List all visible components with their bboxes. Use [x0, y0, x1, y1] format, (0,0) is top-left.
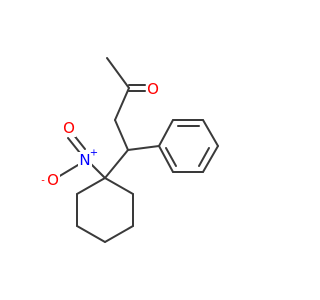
- nitro-oxygen-anion-label: O: [47, 171, 59, 189]
- nitro-oxygen-top-label: O: [63, 119, 75, 137]
- nitro-oxygen-anion-charge: -: [41, 176, 45, 187]
- molecule-structure: O N + O O -: [41, 57, 219, 243]
- carbonyl-oxygen-label: O: [147, 80, 159, 98]
- bond-carbonyl-oxygen-double: [128, 84, 146, 92]
- phenyl-ring: [158, 119, 219, 173]
- bond-ch-cyclohexyl: [104, 149, 129, 179]
- bond-cyclohexyl-nitrogen: [90, 163, 106, 179]
- bond-carbonyl-ch2: [114, 87, 130, 121]
- bond-methyl-carbonyl: [106, 57, 130, 89]
- bond-ch-phenyl: [127, 145, 160, 151]
- cyclohexane-ring: [76, 177, 134, 243]
- bond-nitrogen-oxygen-single: [57, 164, 79, 178]
- bond-ch2-ch: [114, 119, 129, 151]
- nitro-nitrogen-label: N: [79, 151, 90, 169]
- nitro-nitrogen-charge: +: [90, 148, 98, 159]
